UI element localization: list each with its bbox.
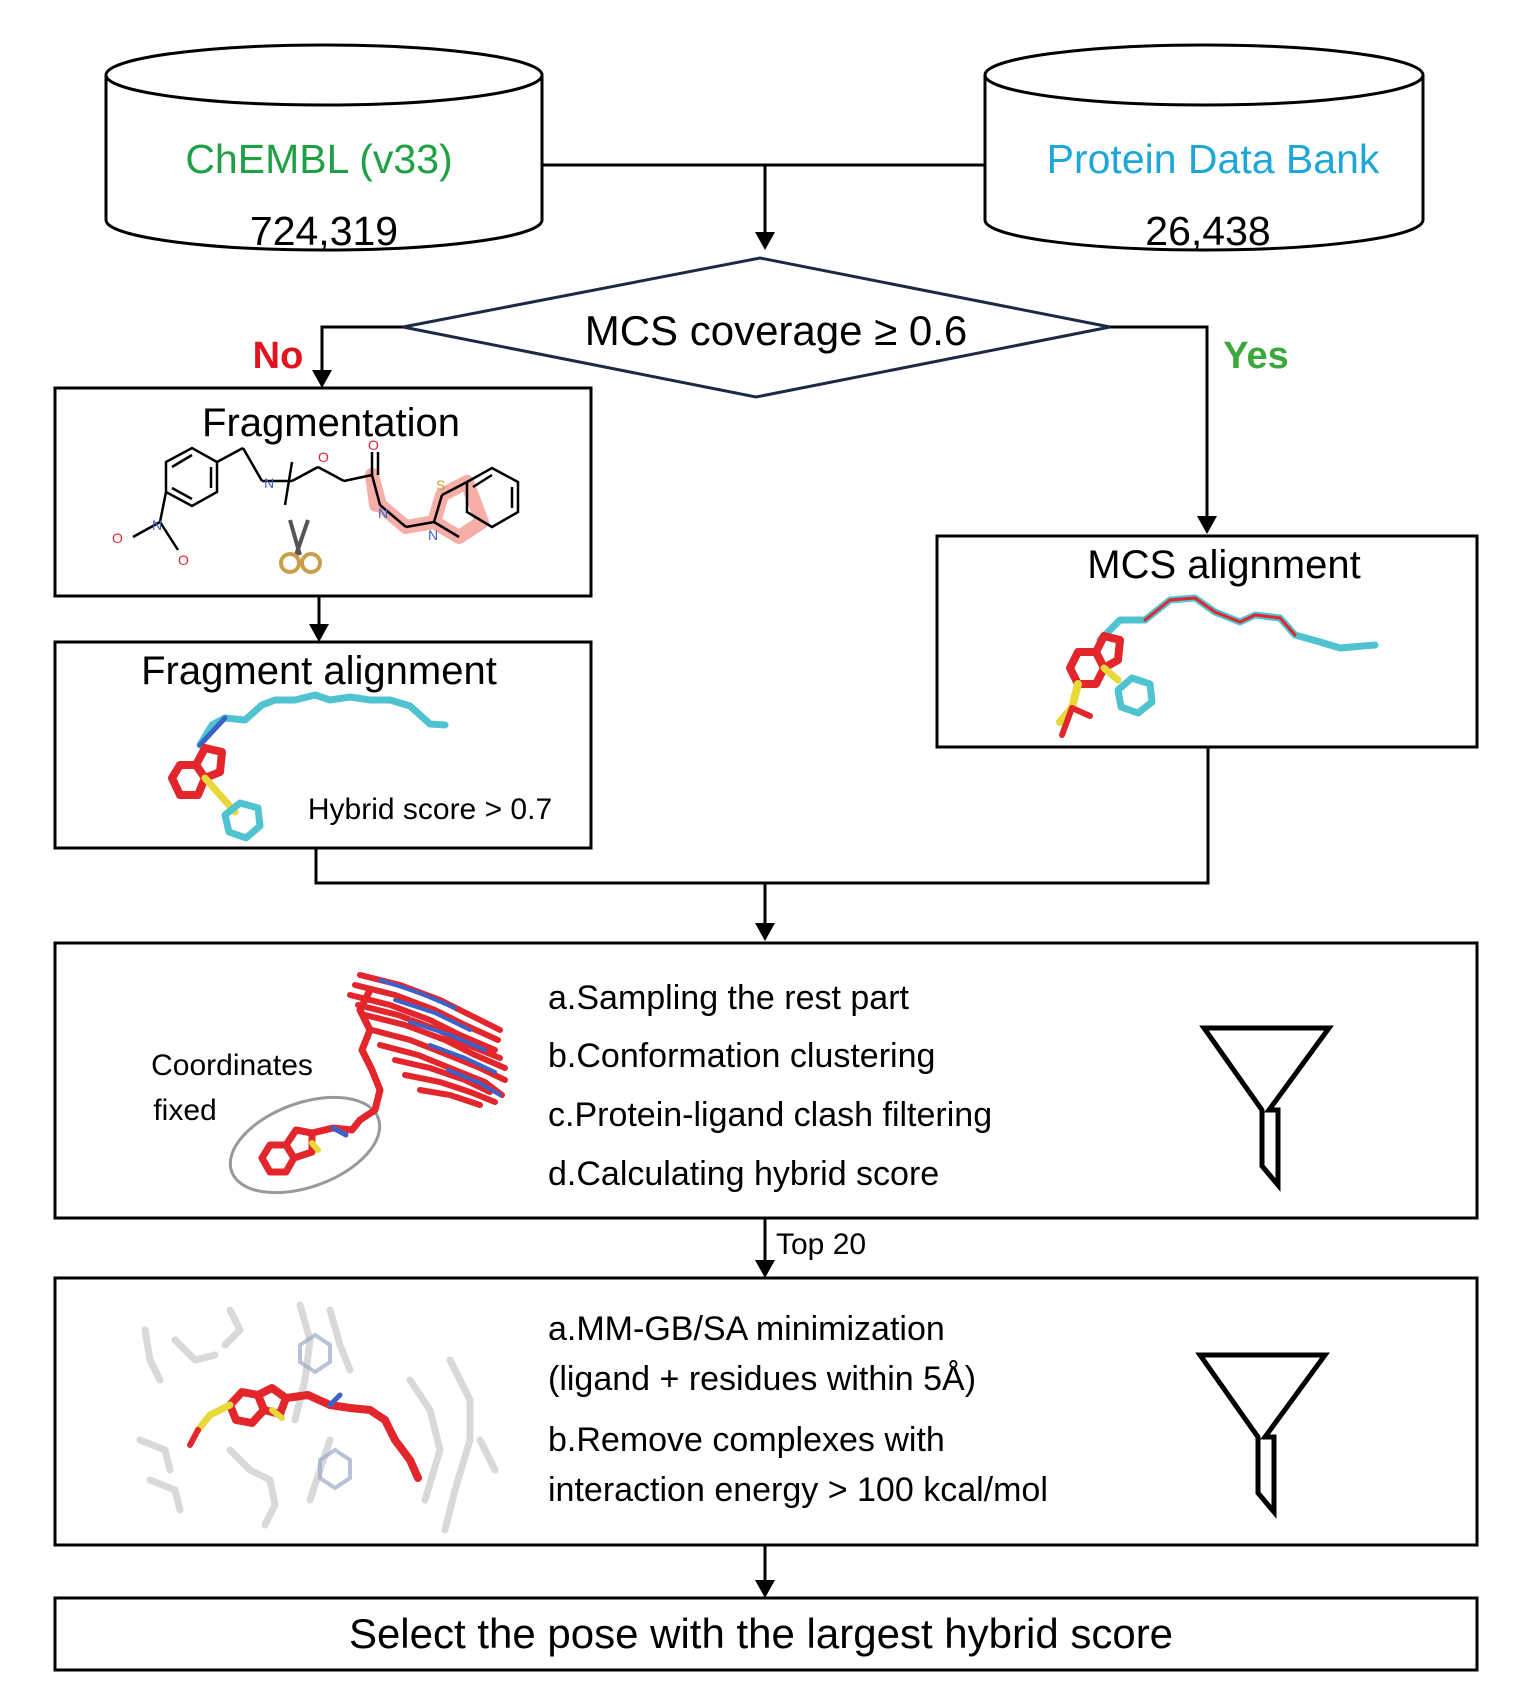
sampling-step-d: d.Calculating hybrid score (548, 1155, 939, 1193)
yes-label: Yes (1223, 335, 1289, 377)
decision-label: MCS coverage ≥ 0.6 (585, 307, 968, 354)
pdb-count: 26,438 (1145, 208, 1270, 254)
top-20-label: Top 20 (776, 1228, 866, 1261)
atom-s: S (436, 477, 445, 493)
minimization-box: a.MM-GB/SA minimization (ligand + residu… (53, 1276, 1479, 1547)
sampling-step-b: b.Conformation clustering (548, 1037, 935, 1075)
pdb-cylinder-top (983, 43, 1425, 107)
arrowheads (309, 232, 1217, 1598)
chembl-count: 724,319 (250, 208, 398, 254)
atom-n2: N (378, 505, 388, 521)
final-label: Select the pose with the largest hybrid … (349, 1610, 1173, 1657)
final-box: Select the pose with the largest hybrid … (53, 1596, 1479, 1672)
sampling-step-c: c.Protein-ligand clash filtering (548, 1096, 992, 1134)
fixed-core-ellipse (228, 1095, 382, 1195)
mcs-ligand-3d (1056, 594, 1379, 738)
molecule-bonds (132, 446, 520, 551)
no-branch-line (320, 325, 403, 372)
arrow-to-mcs-alignment (1197, 516, 1217, 534)
sampling-box: Coordinates fixed (53, 941, 1479, 1220)
minimization-step-b-line2: interaction energy > 100 kcal/mol (548, 1471, 1048, 1509)
pdb-database: Protein Data Bank 26,438 (983, 43, 1425, 254)
atom-o2: O (368, 437, 379, 453)
protein-ligand-complex-3d (136, 1301, 499, 1534)
chembl-name: ChEMBL (v33) (185, 136, 452, 182)
funnel-icon (1195, 1352, 1330, 1519)
molecule-2d-drawing: N O O N S N N O O (112, 437, 520, 574)
fragment-alignment-title: Fragment alignment (141, 649, 497, 693)
arrow-to-decision (755, 232, 775, 250)
coordinates-label-line2: fixed (153, 1094, 216, 1127)
merge-line (314, 747, 1210, 885)
pdb-name: Protein Data Bank (1047, 136, 1380, 182)
sampling-step-a: a.Sampling the rest part (548, 979, 910, 1017)
minimization-step-a-line2: (ligand + residues within 5Å) (548, 1360, 976, 1398)
fragmentation-box: Fragmentation (53, 386, 593, 598)
atom-n1: N (264, 475, 274, 491)
arrow-to-fragmentation (312, 370, 332, 388)
fragmentation-title: Fragmentation (202, 401, 460, 445)
no-label: No (253, 335, 304, 377)
minimization-step-b-line1: b.Remove complexes with (548, 1421, 945, 1459)
arrow-to-fragment-alignment (309, 624, 329, 642)
fragment-ligand-3d (168, 691, 449, 842)
minimization-step-a-line1: a.MM-GB/SA minimization (548, 1310, 945, 1348)
yes-branch-line (1110, 325, 1209, 518)
arrow-to-final (755, 1580, 775, 1598)
arrow-to-sampling (755, 923, 775, 941)
coordinates-label-line1: Coordinates (151, 1049, 313, 1082)
atom-n3: N (428, 527, 438, 543)
atom-o4: O (178, 552, 189, 568)
chembl-cylinder-top (104, 43, 544, 107)
mcs-alignment-title: MCS alignment (1087, 543, 1360, 587)
funnel-icon (1199, 1025, 1334, 1192)
atom-n4: N (152, 517, 162, 533)
connectors (314, 163, 1210, 1582)
mcs-decision: MCS coverage ≥ 0.6 No Yes (253, 256, 1289, 399)
conformer-ensemble-3d (228, 972, 508, 1195)
arrow-to-minimization (755, 1260, 775, 1278)
scissors-icon (279, 519, 322, 574)
atom-o3: O (112, 530, 123, 546)
chembl-database: ChEMBL (v33) 724,319 (104, 43, 544, 254)
hybrid-score-note: Hybrid score > 0.7 (308, 793, 552, 826)
fragment-alignment-box: Fragment alignment Hybrid score > 0.7 (53, 640, 593, 850)
mcs-alignment-box: MCS alignment (935, 534, 1479, 749)
atom-o1: O (318, 449, 329, 465)
decision-diamond (402, 256, 1111, 399)
